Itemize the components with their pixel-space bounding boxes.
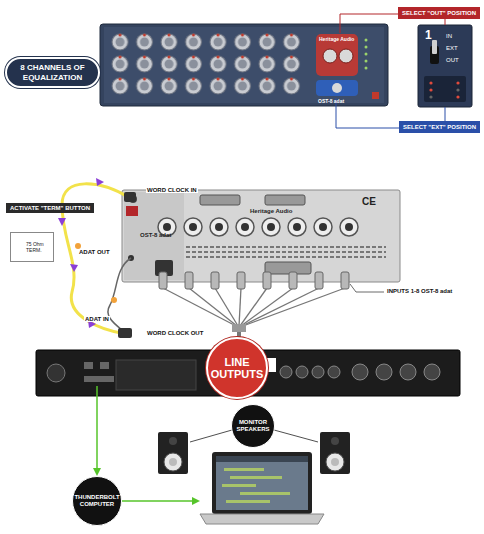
cable-label: INPUTS 1-8 OST-8 adat	[386, 288, 453, 294]
port-label: WORD CLOCK OUT	[146, 330, 204, 336]
switch-panel: 1 IN EXT OUT	[418, 25, 472, 107]
node-text: SELECT "OUT" POSITION	[402, 10, 476, 16]
node-text: OUT	[446, 57, 459, 63]
port-label: ADAT OUT	[78, 249, 111, 255]
port-label: WORD CLOCK IN	[146, 187, 198, 193]
model-label: OST-8 adat	[318, 98, 344, 104]
node-text: MONITOR SPEAKERS	[236, 419, 270, 432]
instruction-label: SELECT "EXT" POSITION	[399, 121, 480, 133]
term-button-box: 75 Ohm TERM.	[10, 232, 54, 262]
node-text: LINE OUTPUTS	[211, 356, 264, 380]
callout-circle: MONITOR SPEAKERS	[231, 404, 275, 448]
node-text: EXT	[446, 45, 458, 51]
callout-pill: 8 CHANNELS OF EQUALIZATION	[5, 57, 100, 88]
node-text: THUNDERBOLT COMPUTER	[74, 494, 119, 507]
instruction-label: SELECT "OUT" POSITION	[398, 7, 480, 19]
brand-label: Heritage Audio	[250, 208, 292, 214]
node-text: 1	[425, 28, 432, 42]
node-text: 75 Ohm TERM.	[26, 241, 50, 253]
node-text: ACTIVATE "TERM" BUTTON	[10, 205, 90, 211]
connector-line	[445, 19, 446, 25]
model-label: OST-8 adat	[140, 232, 171, 238]
callout-circle: LINE OUTPUTS	[206, 337, 268, 399]
node-text: IN	[446, 33, 452, 39]
connector-line	[445, 107, 446, 121]
callout-circle: THUNDERBOLT COMPUTER	[72, 476, 122, 526]
node-text: 8 CHANNELS OF EQUALIZATION	[13, 63, 92, 81]
cert-mark: CE	[362, 196, 376, 207]
node-text: SELECT "EXT" POSITION	[403, 124, 476, 130]
port-label: ADAT IN	[84, 316, 110, 322]
instruction-label: ACTIVATE "TERM" BUTTON	[6, 203, 94, 213]
brand-label: Heritage Audio	[319, 36, 354, 42]
